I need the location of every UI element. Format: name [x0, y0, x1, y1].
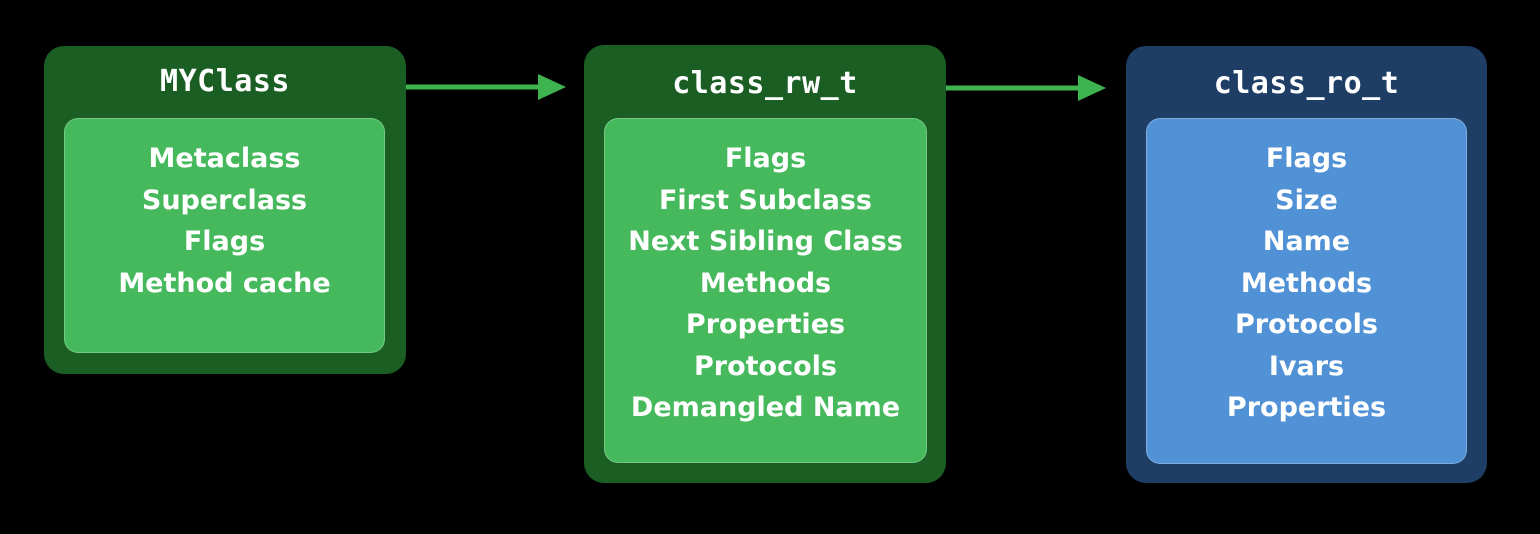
field-item: Method cache	[118, 267, 331, 299]
field-item: Flags	[183, 226, 266, 257]
box-title: MYClass	[160, 64, 290, 99]
box-myclass: MYClass Metaclass Superclass Flags Metho…	[44, 46, 406, 374]
field-item: Next Sibling Class	[628, 226, 903, 257]
field-item: Flags	[1265, 143, 1348, 174]
field-item: Protocols	[694, 350, 837, 382]
field-item: Superclass	[141, 184, 308, 216]
field-list: Flags First Subclass Next Sibling Class …	[604, 118, 927, 463]
field-item: Demangled Name	[630, 392, 901, 423]
field-list: Metaclass Superclass Flags Method cache	[64, 118, 385, 353]
field-list: Flags Size Name Methods Protocols Ivars …	[1146, 118, 1467, 464]
arrowhead-icon	[1078, 75, 1106, 101]
field-item: Flags	[724, 143, 807, 174]
field-item: Metaclass	[148, 143, 301, 174]
field-item: First Subclass	[658, 184, 872, 216]
field-item: Size	[1275, 184, 1338, 216]
box-title: class_ro_t	[1213, 66, 1400, 101]
field-item: Methods	[1240, 267, 1373, 299]
field-item: Properties	[1226, 392, 1387, 423]
field-item: Ivars	[1268, 350, 1345, 382]
field-item: Methods	[699, 267, 832, 299]
box-class-ro-t: class_ro_t Flags Size Name Methods Proto…	[1126, 46, 1487, 483]
field-item: Properties	[685, 309, 846, 340]
field-item: Protocols	[1235, 309, 1378, 340]
box-class-rw-t: class_rw_t Flags First Subclass Next Sib…	[584, 45, 946, 483]
arrow-rw-to-ro	[946, 75, 1106, 101]
box-title: class_rw_t	[672, 66, 858, 101]
arrowhead-icon	[538, 74, 566, 100]
arrow-myclass-to-rw	[406, 74, 566, 100]
field-item: Name	[1262, 226, 1351, 257]
